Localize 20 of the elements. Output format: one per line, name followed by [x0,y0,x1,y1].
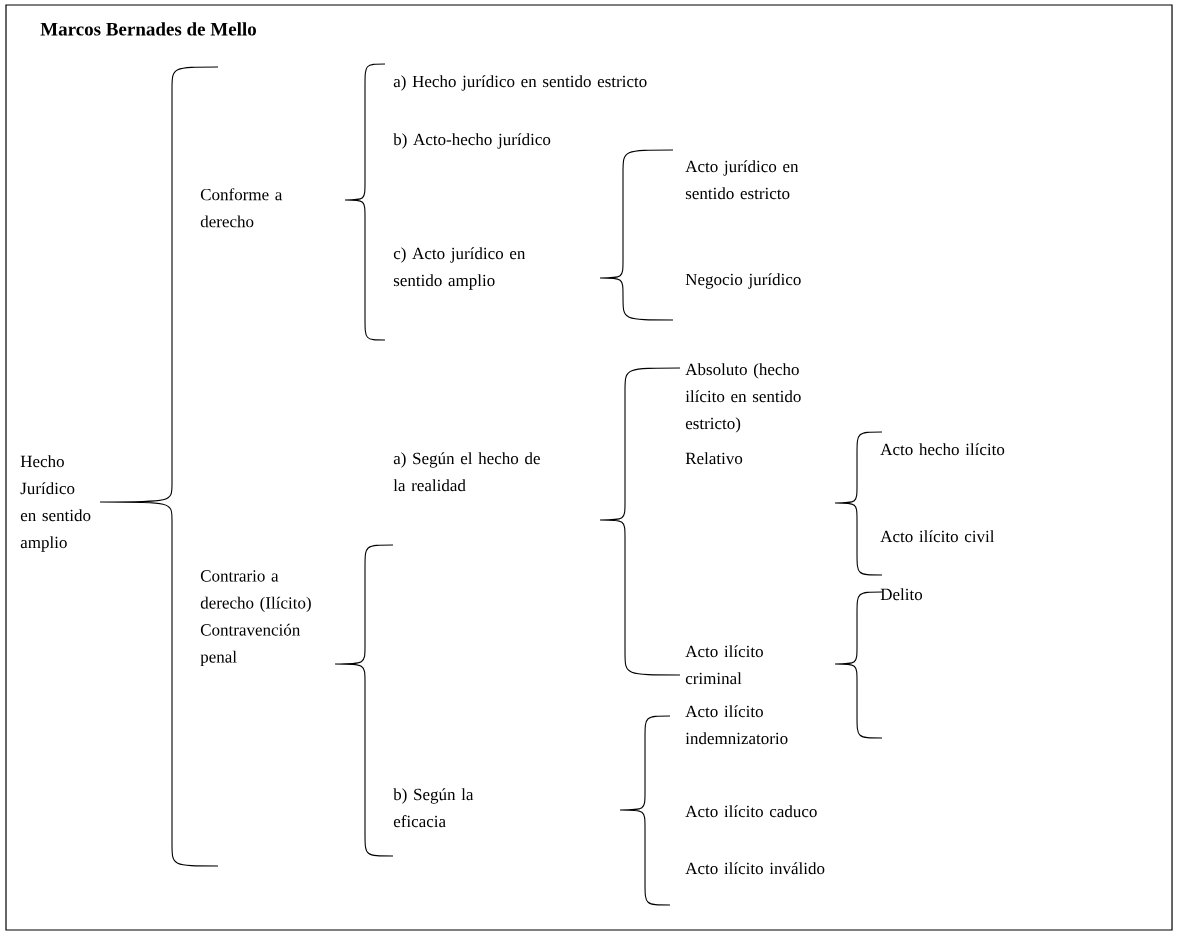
branch-label: Acto jurídico en sentido estricto [685,160,799,200]
branch-label: b) Acto-hecho jurídico [393,133,551,149]
branch-label: b) Según la eficacia [393,788,474,828]
branch-label: Negocio jurídico [685,273,801,289]
branch-label: Absoluto (hecho ilícito en sentido estricto) [685,363,801,433]
branch-label: c) Acto jurídico en sentido amplio [393,247,526,290]
title: Marcos Bernades de Mello [40,22,256,36]
branch-label: Contrario a derecho (Ilícito) Contravención penal [200,570,311,667]
branch-label: Hecho Jurídico en sentido amplio [20,455,91,552]
branch-label: Acto hecho ilícito [880,443,1005,456]
branch-label: a) Hecho jurídico en sentido estricto [393,75,647,91]
branch-label: Acto ilícito criminal [685,645,763,685]
branch-label: Relativo [685,452,743,465]
branch-label: Conforme a derecho [200,188,283,228]
branch-label: Acto ilícito inválido [685,862,825,875]
branch-label: a) Según el hecho de la realidad [393,452,540,492]
branch-label: Delito [880,588,923,601]
branch-label: Acto ilícito caduco [685,805,817,818]
branch-label: Acto ilícito civil [880,530,995,543]
branch-label: Acto ilícito indemnizatorio [685,705,788,745]
